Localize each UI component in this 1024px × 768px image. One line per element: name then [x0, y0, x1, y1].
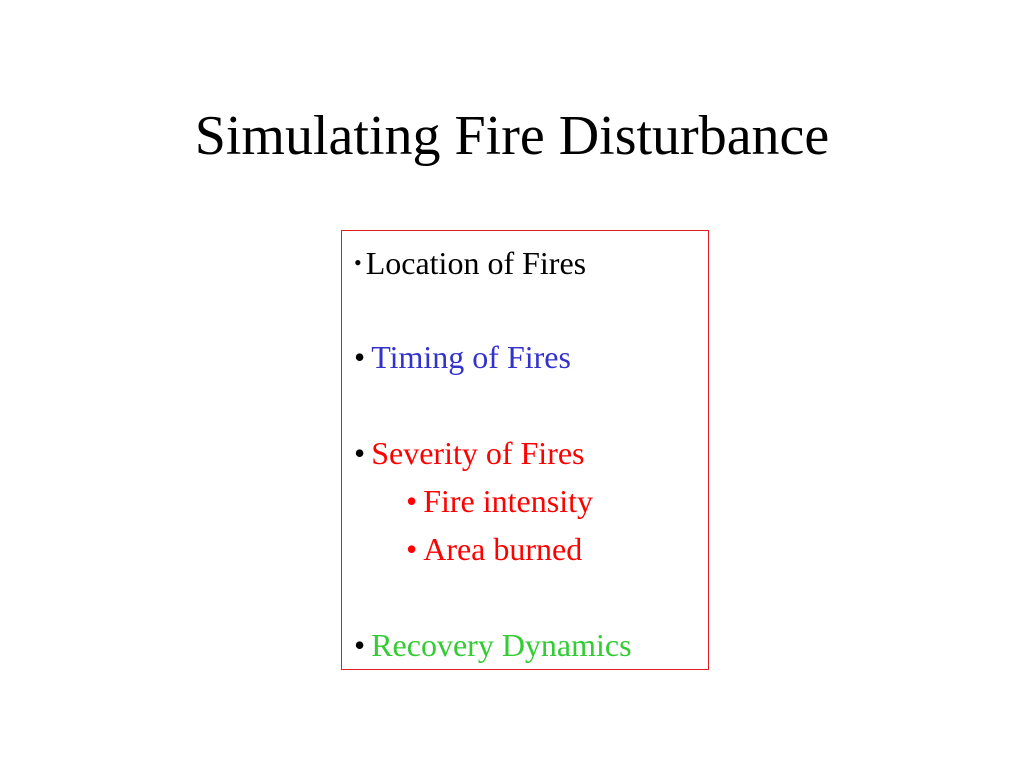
list-item-recovery: •Recovery Dynamics — [354, 625, 632, 665]
bullet-icon: • — [406, 483, 418, 519]
list-item-text: Location of Fires — [365, 245, 587, 281]
list-item-timing: •Timing of Fires — [354, 337, 571, 377]
list-item-text: Fire intensity — [423, 483, 593, 519]
list-item-text: Area burned — [423, 531, 583, 567]
bullet-icon: • — [354, 435, 366, 471]
list-item-text: Recovery Dynamics — [371, 627, 632, 663]
bullet-icon: • — [354, 339, 366, 375]
list-item-severity: •Severity of Fires — [354, 433, 585, 473]
slide-title: Simulating Fire Disturbance — [194, 105, 830, 167]
bullet-icon: • — [354, 250, 362, 275]
list-subitem-area-burned: •Area burned — [406, 529, 582, 569]
list-item-location: •Location of Fires — [354, 243, 586, 283]
bullet-list-box: •Location of Fires •Timing of Fires •Sev… — [341, 230, 709, 670]
list-subitem-intensity: •Fire intensity — [406, 481, 593, 521]
list-item-text: Severity of Fires — [371, 435, 585, 471]
bullet-icon: • — [406, 531, 418, 567]
list-item-text: Timing of Fires — [371, 339, 571, 375]
bullet-icon: • — [354, 627, 366, 663]
